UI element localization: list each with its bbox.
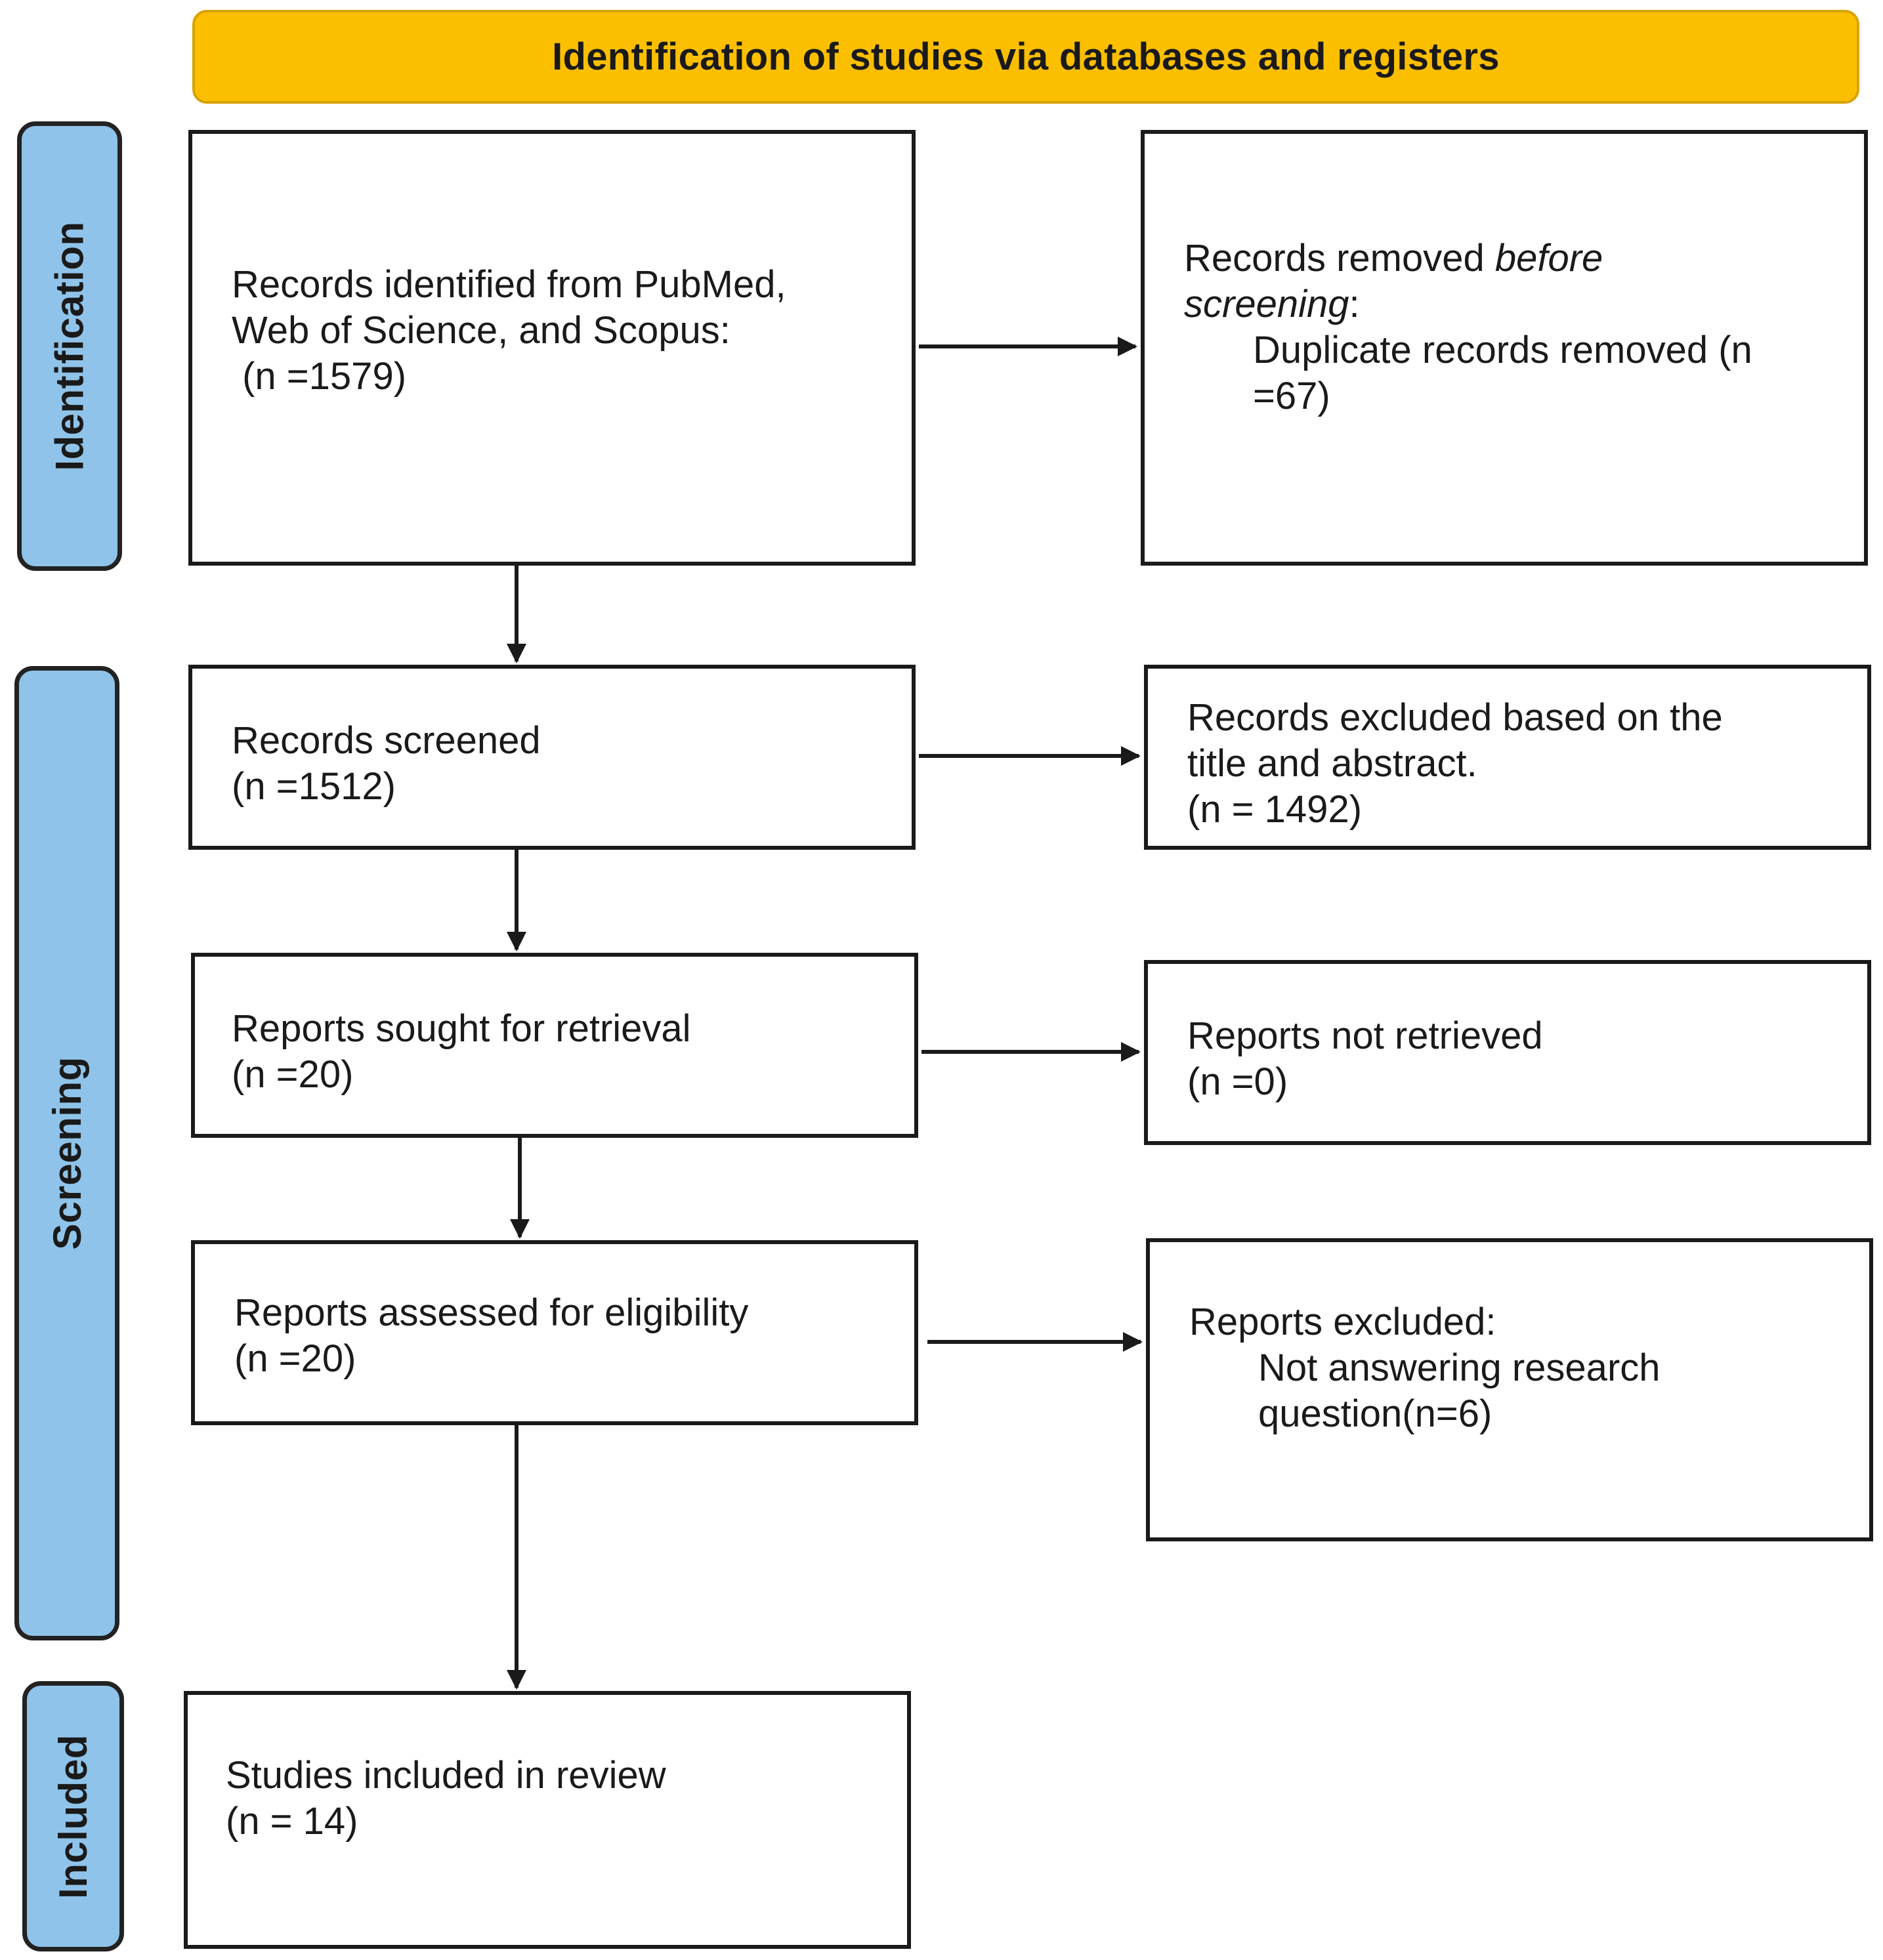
records-removed-heading: Records removed before bbox=[1184, 236, 1864, 281]
records-excluded-line2: title and abstract. bbox=[1187, 742, 1477, 785]
studies-included-label: Studies included in review bbox=[226, 1754, 666, 1797]
reports-assessed-count: (n =20) bbox=[234, 1337, 356, 1380]
reports-sought-label: Reports sought for retrieval bbox=[232, 1007, 691, 1050]
reports-not-retrieved-label: Reports not retrieved bbox=[1187, 1014, 1543, 1057]
studies-included-count: (n = 14) bbox=[226, 1800, 358, 1843]
reports-excluded-heading: Reports excluded: bbox=[1189, 1301, 1496, 1343]
header-title: Identification of studies via databases … bbox=[552, 35, 1500, 78]
reports-not-retrieved-box: Reports not retrieved (n =0) bbox=[1144, 960, 1871, 1145]
reports-excluded-reason-line1: Not answering research bbox=[1258, 1346, 1661, 1389]
reports-assessed-box: Reports assessed for eligibility (n =20) bbox=[191, 1240, 918, 1425]
records-identified-line1: Records identified from PubMed, bbox=[232, 263, 786, 306]
records-removed-heading-cont: screening: bbox=[1184, 281, 1864, 327]
records-screened-count: (n =1512) bbox=[232, 765, 396, 808]
records-screened-label: Records screened bbox=[232, 719, 541, 762]
reports-sought-box: Reports sought for retrieval (n =20) bbox=[191, 953, 918, 1138]
reports-excluded-box: Reports excluded: Not answering research… bbox=[1146, 1238, 1873, 1541]
records-identified-count: (n =1579) bbox=[232, 355, 407, 398]
duplicate-records-line1: Duplicate records removed (n bbox=[1253, 329, 1752, 371]
reports-excluded-reason-line2: question(n=6) bbox=[1258, 1392, 1492, 1435]
records-removed-screening-emph: screening bbox=[1184, 283, 1349, 325]
reports-sought-count: (n =20) bbox=[232, 1053, 354, 1096]
records-excluded-box: Records excluded based on the title and … bbox=[1144, 665, 1871, 850]
phase-identification: Identification bbox=[17, 121, 122, 571]
records-screened-box: Records screened (n =1512) bbox=[188, 665, 916, 850]
studies-included-box: Studies included in review (n = 14) bbox=[184, 1691, 911, 1949]
duplicate-records-line2: =67) bbox=[1253, 375, 1330, 417]
records-removed-colon: : bbox=[1349, 283, 1360, 325]
records-excluded-count: (n = 1492) bbox=[1187, 788, 1363, 831]
records-identified-box: Records identified from PubMed, Web of S… bbox=[188, 130, 916, 566]
records-removed-heading-prefix: Records removed bbox=[1184, 237, 1495, 280]
reports-not-retrieved-count: (n =0) bbox=[1187, 1060, 1288, 1103]
phase-screening: Screening bbox=[14, 666, 119, 1640]
records-excluded-line1: Records excluded based on the bbox=[1187, 696, 1723, 739]
records-removed-box: Records removed before screening: Duplic… bbox=[1141, 130, 1868, 566]
phase-included: Included bbox=[22, 1681, 124, 1951]
records-removed-heading-emph: before bbox=[1494, 237, 1603, 280]
records-identified-line2: Web of Science, and Scopus: bbox=[232, 309, 730, 352]
reports-assessed-label: Reports assessed for eligibility bbox=[234, 1291, 749, 1334]
header-banner: Identification of studies via databases … bbox=[192, 10, 1859, 104]
